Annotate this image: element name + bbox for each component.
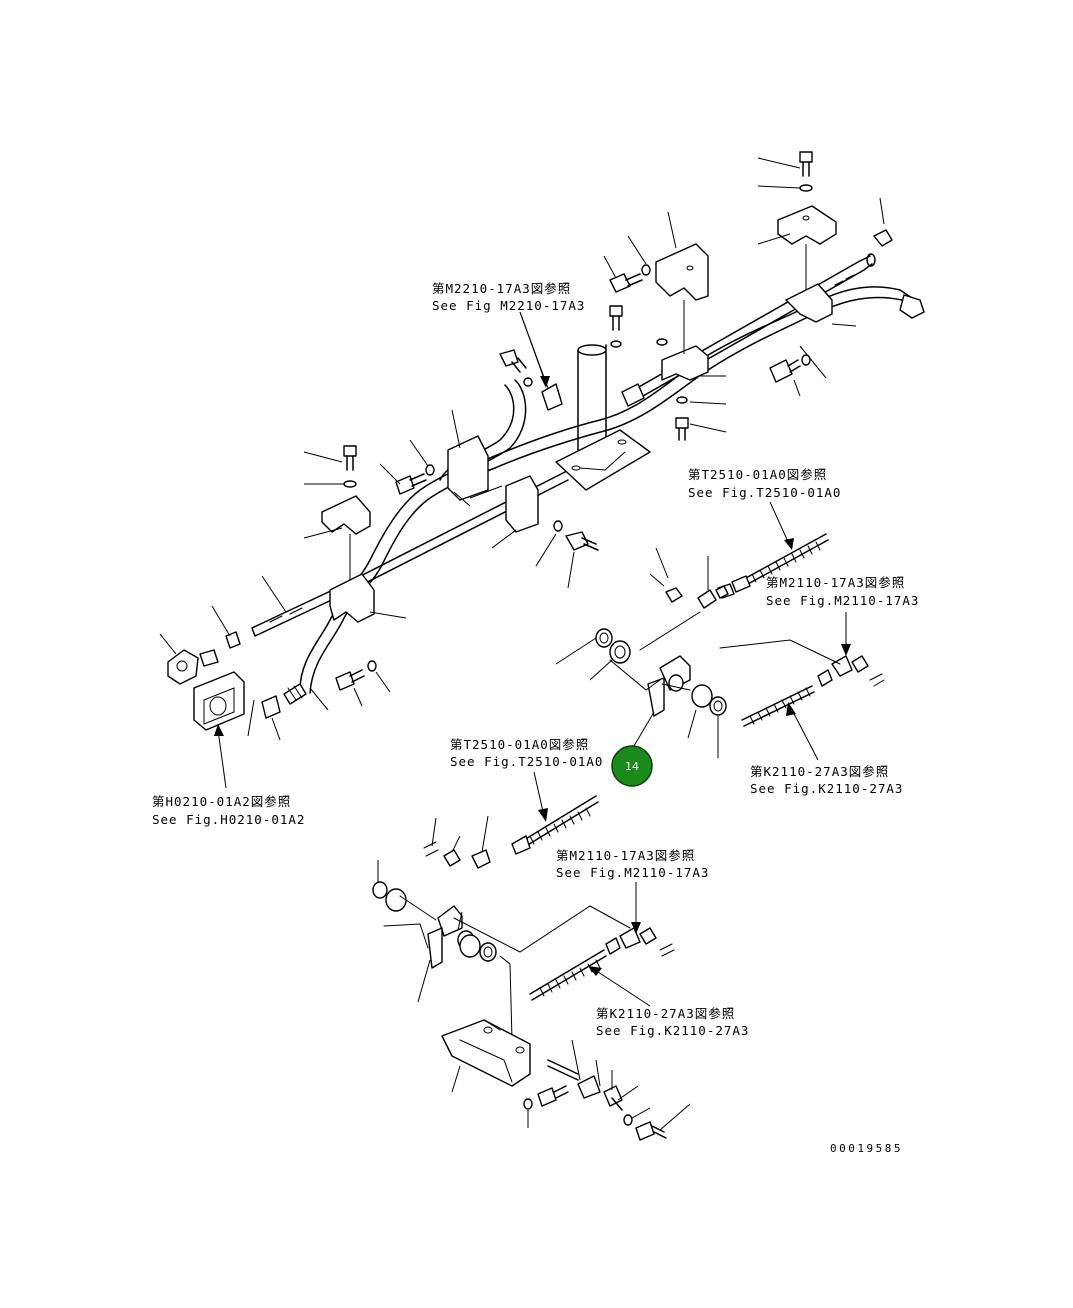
bushing-b [609,640,631,664]
threaded-rod-upper [745,533,829,585]
reference-label-h0210: 第H0210-01A2図参照 See Fig.H0210-01A2 [152,794,305,827]
rod-left [251,587,341,637]
bushing-a [595,628,613,648]
clamp-upper-right [777,205,837,323]
bushing-d [709,696,727,716]
base-plate [555,429,651,491]
ref-en: See Fig.K2110-27A3 [750,781,903,796]
flange-plate [193,671,245,731]
clip-right [873,229,893,247]
ref-jp: 第H0210-01A2図参照 [152,794,291,809]
lower-linkage [372,795,691,1141]
document-number: 00019585 [830,1142,903,1155]
elbow-fitting [499,349,563,411]
ref-jp: 第K2110-27A3図参照 [750,764,889,779]
ref-en: See Fig.T2510-01A0 [688,485,841,500]
upper-pipe-assembly [159,151,925,741]
reference-label-m2210: 第M2210-17A3図参照 See Fig M2210-17A3 [432,281,585,313]
ref-jp: 第M2110-17A3図参照 [766,575,905,590]
reference-label-t2510-b: 第T2510-01A0図参照 See Fig.T2510-01A0 [450,737,603,769]
ref-en: See Fig.H0210-01A2 [152,812,305,827]
bolt-lower-left [261,660,377,719]
clamp-center [655,243,709,441]
clamp-left [321,445,375,623]
ref-jp: 第K2110-27A3図参照 [596,1006,735,1021]
callout-label[interactable]: 14 [625,760,639,773]
threaded-rod-lower [741,685,815,727]
threaded-rod-t2510-lower [523,795,599,847]
leaders-upper [159,157,885,741]
ref-en: See Fig.M2110-17A3 [766,593,919,608]
bolt-top-right [799,151,813,192]
reference-label-t2510-a: 第T2510-01A0図参照 See Fig.T2510-01A0 [688,467,841,500]
middle-linkage [555,533,885,758]
ref-jp: 第T2510-01A0図参照 [450,737,589,752]
bushing-c [691,684,713,708]
bolt-center [609,264,668,348]
callout-14[interactable]: 14 [611,745,653,787]
pipe-fitting-right [899,294,925,319]
reference-label-k2110-b: 第K2110-27A3図参照 See Fig.K2110-27A3 [596,1006,749,1038]
callout-circle[interactable] [611,745,653,787]
threaded-rod-k2110-lower [529,949,607,1001]
pipe-connector [621,383,645,407]
reference-label-k2110-a: 第K2110-27A3図参照 See Fig.K2110-27A3 [750,764,903,796]
reference-label-m2110-a: 第M2110-17A3図参照 See Fig.M2110-17A3 [766,575,919,608]
reference-arrows [214,311,851,1007]
ref-en: See Fig.M2110-17A3 [556,865,709,880]
ref-jp: 第T2510-01A0図参照 [688,467,827,482]
bolt-right-middle [769,354,811,383]
bolt-middle-left [395,435,599,551]
reference-label-m2110-b: 第M2110-17A3図参照 See Fig.M2110-17A3 [556,848,709,880]
left-end-fittings [167,631,245,731]
ref-en: See Fig M2210-17A3 [432,298,585,313]
ref-en: See Fig.K2110-27A3 [596,1023,749,1038]
ref-jp: 第M2210-17A3図参照 [432,281,571,296]
mounting-bracket [441,1019,531,1087]
ref-en: See Fig.T2510-01A0 [450,754,603,769]
ref-jp: 第M2110-17A3図参照 [556,848,695,863]
